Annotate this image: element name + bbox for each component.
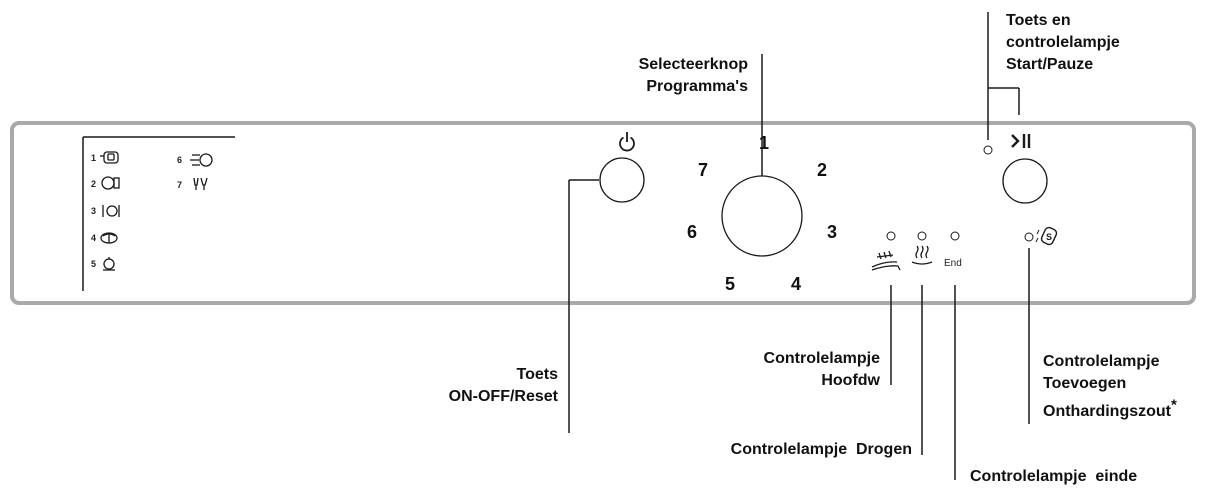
start-pause-callout-line-2: controlelampje bbox=[1006, 34, 1120, 51]
salt-callout-line-1: Controlelampje bbox=[1043, 353, 1160, 370]
dial-number-2: 2 bbox=[816, 160, 827, 180]
program-number-3: 3 bbox=[91, 206, 97, 216]
program-number-5: 5 bbox=[91, 259, 97, 269]
prewash-icon bbox=[871, 250, 901, 271]
selector-callout: Selecteerknop Programma's bbox=[590, 54, 748, 98]
start-pause-callout-line-3: Start/Pauze bbox=[1006, 56, 1094, 73]
svg-text:S: S bbox=[1046, 232, 1052, 242]
salt-callout-line-2: Toevoegen bbox=[1043, 375, 1127, 392]
dial-number-4: 4 bbox=[790, 274, 801, 294]
play-pause-icon bbox=[1011, 134, 1031, 148]
prewash-callout: Controlelampje Hoofdw bbox=[700, 348, 880, 392]
eco-icon bbox=[100, 232, 118, 244]
pan-icon bbox=[101, 176, 120, 190]
soak-icon bbox=[103, 257, 115, 271]
start-pause-callout-line-1: Toets en bbox=[1006, 12, 1071, 29]
on-off-callout-line-1: Toets bbox=[516, 366, 558, 383]
salt-callout-text: Onthardingszout bbox=[1043, 403, 1171, 420]
express-icon bbox=[190, 153, 213, 167]
on-off-callout: Toets ON-OFF/Reset bbox=[400, 364, 558, 408]
cutlery-plate-icon bbox=[102, 205, 120, 217]
power-icon bbox=[619, 132, 635, 152]
start-pause-lamp bbox=[983, 145, 993, 155]
heavy-pots-icon bbox=[100, 151, 119, 164]
dial-number-3: 3 bbox=[826, 222, 837, 242]
end-icon-label: End bbox=[944, 258, 962, 269]
drying-callout: Controlelampje Drogen bbox=[730, 441, 912, 458]
prewash-lamp bbox=[886, 231, 896, 241]
start-pause-button[interactable] bbox=[1002, 158, 1048, 204]
selector-callout-line-2: Programma's bbox=[646, 78, 748, 95]
salt-callout-line-3: Onthardingszout* bbox=[1043, 398, 1177, 423]
on-off-button[interactable] bbox=[599, 157, 645, 203]
salt-icon: S bbox=[1035, 226, 1058, 246]
control-panel bbox=[10, 121, 1196, 305]
start-pause-callout: Toets en controlelampje Start/Pauze bbox=[1006, 10, 1120, 76]
salt-callout: Controlelampje Toevoegen Onthardingszout… bbox=[1043, 351, 1177, 423]
program-number-6: 6 bbox=[177, 155, 183, 165]
prewash-callout-line-2: Hoofdw bbox=[821, 372, 880, 389]
on-off-callout-line-2: ON-OFF/Reset bbox=[448, 388, 558, 405]
dial-number-6: 6 bbox=[686, 222, 697, 242]
salt-footnote-mark: * bbox=[1170, 396, 1177, 414]
end-callout: Controlelampje einde bbox=[970, 468, 1138, 485]
drying-lamp bbox=[917, 231, 927, 241]
program-number-2: 2 bbox=[91, 179, 97, 189]
end-lamp bbox=[950, 231, 960, 241]
drying-icon bbox=[911, 245, 933, 265]
dial-number-1: 1 bbox=[758, 133, 769, 153]
program-number-1: 1 bbox=[91, 153, 97, 163]
salt-lamp bbox=[1024, 232, 1034, 242]
glasses-icon bbox=[193, 177, 208, 190]
selector-callout-line-1: Selecteerknop bbox=[638, 56, 748, 73]
dial-number-7: 7 bbox=[697, 160, 708, 180]
prewash-callout-line-1: Controlelampje bbox=[763, 350, 880, 367]
program-number-4: 4 bbox=[91, 233, 97, 243]
program-number-7: 7 bbox=[177, 180, 183, 190]
program-selector-dial[interactable] bbox=[721, 175, 803, 257]
dial-number-5: 5 bbox=[724, 274, 735, 294]
